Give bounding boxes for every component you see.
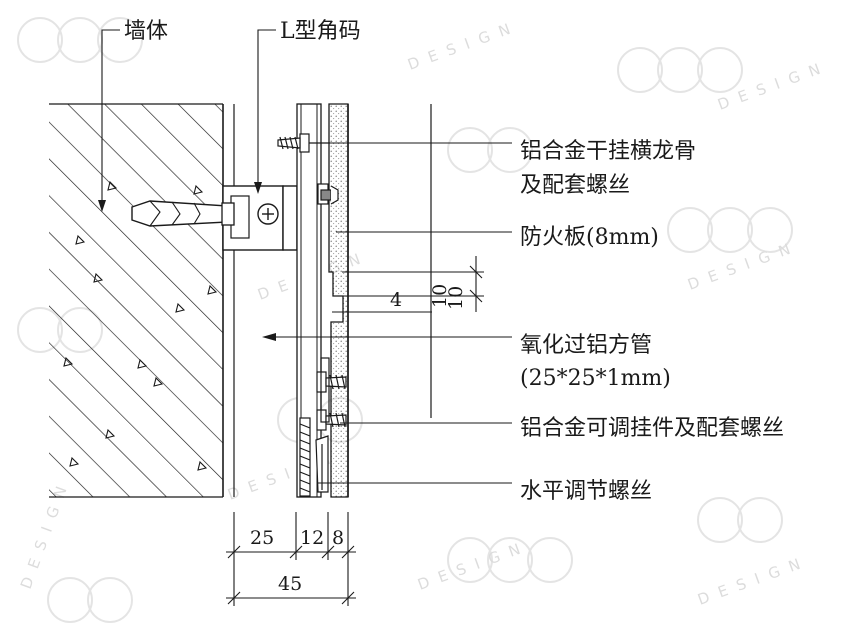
bottom-dimensions — [226, 512, 356, 606]
label-fireboard: 防火板(8mm) — [520, 225, 659, 250]
label-tube: 氧化过铝方管 — [520, 333, 652, 358]
adjustable-hanger — [299, 417, 329, 497]
watermark-text: DESIGN — [695, 552, 812, 609]
l-bracket — [222, 185, 298, 251]
leader-arrow — [98, 200, 106, 212]
dim-45: 45 — [278, 573, 302, 595]
dim-25: 25 — [250, 527, 274, 549]
label-level-screw: 水平调节螺丝 — [520, 479, 652, 504]
dim-gap: 4 — [390, 289, 402, 311]
keel-bracket-top — [317, 183, 339, 205]
dim-8: 8 — [332, 527, 344, 549]
dim-joint: 10 — [429, 284, 451, 308]
joint-dimension — [342, 256, 484, 312]
watermark-text: DESIGN — [685, 237, 802, 294]
dim-12: 12 — [300, 527, 324, 549]
leader-arrow — [262, 333, 276, 341]
dim-joint-dup: 10 — [445, 286, 467, 310]
wall-section — [49, 103, 235, 498]
label-keel: 铝合金干挂横龙骨 — [520, 139, 696, 164]
label-hanger: 铝合金可调挂件及配套螺丝 — [520, 416, 784, 441]
label-tube-size: (25*25*1mm) — [520, 366, 671, 391]
label-wall: 墙体 — [124, 19, 168, 44]
watermark-text: DESIGN — [415, 537, 532, 594]
anchor-bolt — [131, 200, 235, 227]
fire-board — [328, 103, 349, 498]
watermark-text: DESIGN — [405, 17, 522, 74]
watermark-text: DESIGN — [715, 57, 832, 114]
label-l-bracket: L型角码 — [280, 19, 361, 44]
leader-arrow — [254, 182, 262, 194]
leader-lines — [101, 29, 512, 484]
label-keel-screws: 及配套螺丝 — [520, 173, 630, 198]
